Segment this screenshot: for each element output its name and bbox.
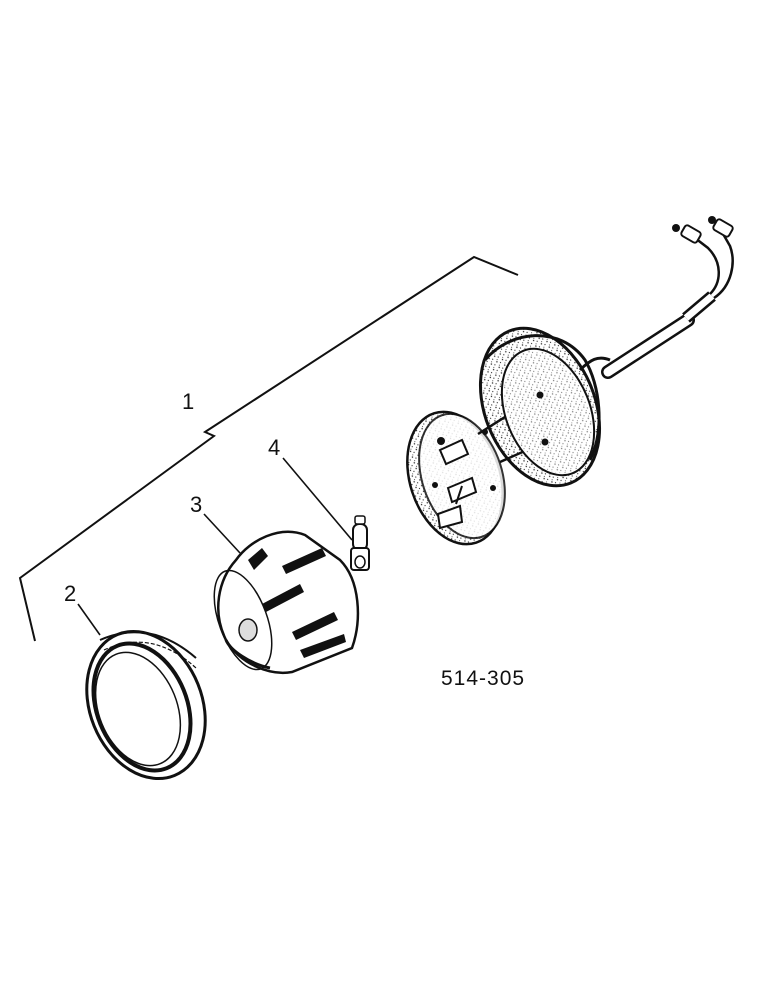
socket-plate: [406, 410, 506, 546]
lamp-body: [478, 326, 602, 488]
leader-line-3: [203, 513, 241, 554]
bezel-ring: [85, 629, 207, 781]
bulb: [350, 515, 370, 571]
callout-4: 4: [268, 435, 280, 460]
leader-line-2: [77, 603, 101, 636]
figure-number: 514-305: [441, 667, 525, 690]
leader-line-4: [282, 457, 353, 541]
callout-1: 1: [182, 389, 194, 414]
callout-2: 2: [64, 581, 76, 606]
assembly-bracket: [18, 255, 519, 642]
leader-lines: [77, 457, 353, 636]
lens-housing: [213, 530, 360, 674]
wiring-harness: [578, 216, 734, 379]
callout-3: 3: [190, 492, 202, 517]
